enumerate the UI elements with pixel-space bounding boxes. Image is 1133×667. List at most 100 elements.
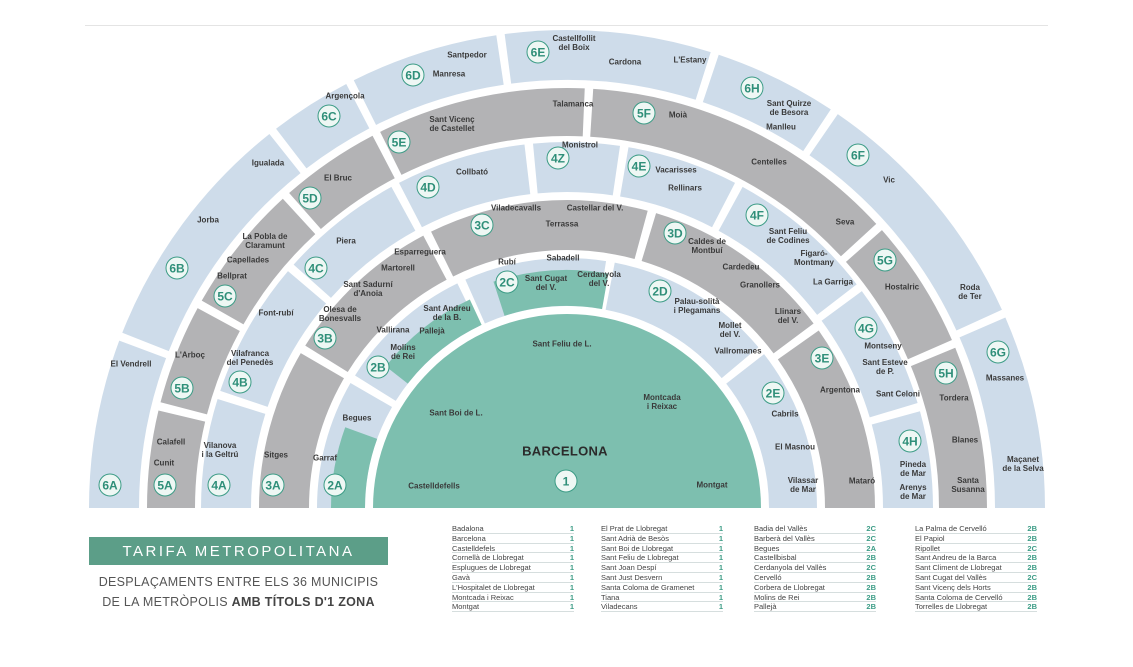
town-label: Montseny [864,341,902,351]
town-label: Jorba [197,215,219,225]
municipality-zone: 2B [1027,592,1037,602]
municipality-zone: 1 [718,563,723,573]
municipality-name: Montcada i Reixac [452,592,514,602]
municipality-zone: 1 [718,543,723,553]
municipality-name: Pallejà [754,602,777,612]
zone-6f-sector [809,114,1002,331]
zone-3b-sector [305,235,447,373]
zone-2d-sector [605,262,759,379]
town-label: Manlleu [766,122,796,132]
town-label: Talamanca [552,99,594,109]
town-label: Seva [835,217,855,227]
municipality-name: Sant Vicenç dels Horts [915,582,991,592]
municipality-name: Cerdanyola del Vallès [754,563,827,573]
town-label: Argentona [820,385,860,395]
zone-3e-sector [777,330,875,508]
town-label: Sant Cugat del V. [524,274,568,292]
town-label: Roda de Ter [958,283,982,301]
municipality-zone: 1 [569,582,574,592]
municipality-name: Barberà del Vallès [754,533,815,543]
town-label: El Bruc [323,173,353,183]
municipality-zone: 2B [866,582,876,592]
zone-badge-4h: 4H [898,429,922,453]
municipality-name: Sant Feliu de Llobregat [601,553,679,563]
town-label: Sant Sadurní d'Anoia [343,280,393,298]
zone-6d-sector [353,35,504,125]
town-label: Blanes [951,435,979,445]
zone-badge-5g: 5G [873,248,897,272]
municipality-name: Sant Just Desvern [601,572,663,582]
table-row: Barberà del Vallès 2C [754,534,876,544]
municipality-name: Begues [754,543,780,553]
municipality-name: Corbera de Llobregat [754,582,825,592]
municipality-name: Sant Cugat del Vallès [915,572,987,582]
town-label: Sant Feliu de Codines [766,227,810,245]
municipality-name: Gavà [452,572,470,582]
town-label: Hostalric [884,282,920,292]
town-label: Cardona [608,57,642,67]
municipality-zone: 1 [569,553,574,563]
zone-badge-3a: 3A [261,473,285,497]
municipality-zone: 1 [718,592,723,602]
municipality-zone: 2B [866,602,876,612]
municipality-zone: 2B [1027,602,1037,612]
town-label: Vilanova i la Geltrú [201,441,239,459]
municipality-name: Sant Adrià de Besòs [601,533,669,543]
zone-badge-6b: 6B [165,256,189,280]
municipality-zone: 2B [866,592,876,602]
municipality-zone: 2C [866,524,876,533]
municipality-zone: 1 [569,592,574,602]
zone-5f-sector [590,88,877,257]
town-label: Begues [342,413,372,423]
municipality-zone: 2B [1027,524,1037,533]
zone-badge-2c: 2C [495,270,519,294]
metro-zone1-overlay [493,270,609,316]
municipality-zone: 1 [569,563,574,573]
municipality-zone: 2B [1027,553,1037,563]
town-label: Arenys de Mar [899,483,927,501]
zone-6g-sector [959,317,1045,508]
town-label: Vallromanes [714,346,762,356]
town-label: Vic [883,175,895,185]
zone-badge-5b: 5B [170,376,194,400]
municipality-name: Esplugues de Llobregat [452,563,531,573]
municipality-name: Castelldefels [452,543,495,553]
zone-5g-sector [845,230,952,360]
zone-badge-4c: 4C [304,256,328,280]
legend-subtitle-text: DE LA METRÒPOLIS [102,595,232,609]
town-label: Sant Vicenç de Castellet [429,115,475,133]
zone-badge-4b: 4B [228,370,252,394]
zone-badge-6c: 6C [317,104,341,128]
municipality-name: Castellbisbal [754,553,797,563]
town-label: Vallirana [376,325,410,335]
municipality-zone: 2C [866,533,876,543]
zone-badge-6a: 6A [98,473,122,497]
zone-badge-5a: 5A [153,473,177,497]
zone-2e-sector [726,354,817,508]
zone-badge-6d: 6D [401,63,425,87]
town-label: Pallejà [419,326,445,336]
town-label: Santpedor [447,50,487,60]
town-label: Sant Celoni [875,389,921,399]
town-label: Santa Susanna [951,476,985,494]
town-label: L'Arboç [175,350,205,360]
municipality-zone: 2B [1027,563,1037,573]
town-label: Sant Quirze de Besora [766,99,812,117]
zone-3a-sector [259,353,344,508]
town-label: Granollers [739,280,781,290]
